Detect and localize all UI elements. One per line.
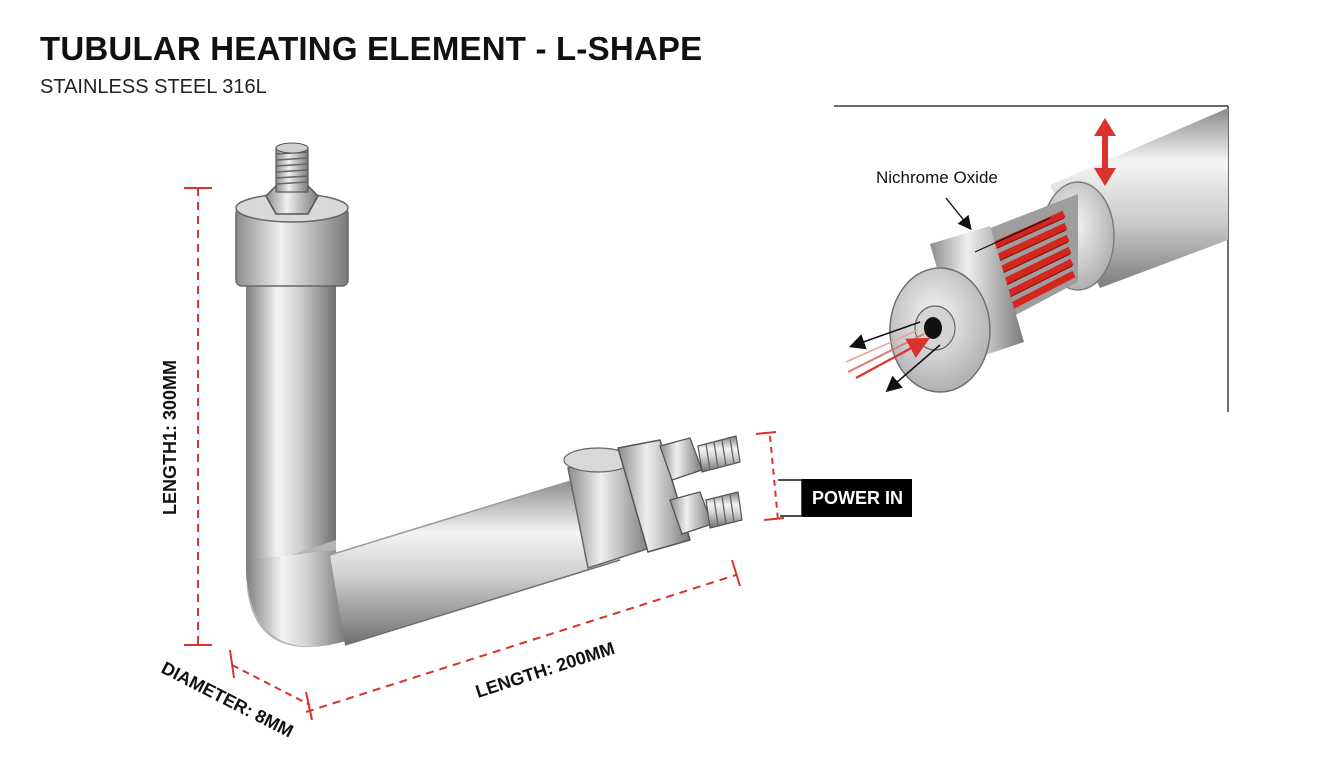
vertical-length-label: LENGTH1: 300MM [160,360,180,515]
vertical-leg [246,280,336,580]
diameter-dimension: DIAMETER: 8MM [158,649,313,742]
page-title: TUBULAR HEATING ELEMENT - L-SHAPE [40,30,703,67]
vertical-dimension: LENGTH1: 300MM [160,187,212,646]
horizontal-leg [330,472,620,645]
heat-arrow-icon [855,337,930,379]
power-in-label: POWER IN [812,488,903,508]
expansion-arrow-icon [1094,118,1116,186]
power-terminal-fitting [563,435,743,569]
terminal-hole [924,317,942,339]
flow-arrow-icon [848,321,921,350]
power-in-callout: POWER IN [755,431,912,521]
horizontal-length-label: LENGTH: 200MM [473,638,617,702]
flow-arrow-icon [885,344,941,393]
top-terminal-fitting [235,142,349,287]
nichrome-oxide-label: Nichrome Oxide [876,168,998,187]
l-shaped-tube [246,280,621,648]
threaded-stud [697,435,741,473]
diameter-label: DIAMETER: 8MM [158,658,296,742]
power-in-badge [802,479,912,517]
nichrome-coil [982,210,1076,314]
detail-cutaway-view: Nichrome Oxide [834,105,1229,412]
page-subtitle: STAINLESS STEEL 316L [40,76,267,98]
